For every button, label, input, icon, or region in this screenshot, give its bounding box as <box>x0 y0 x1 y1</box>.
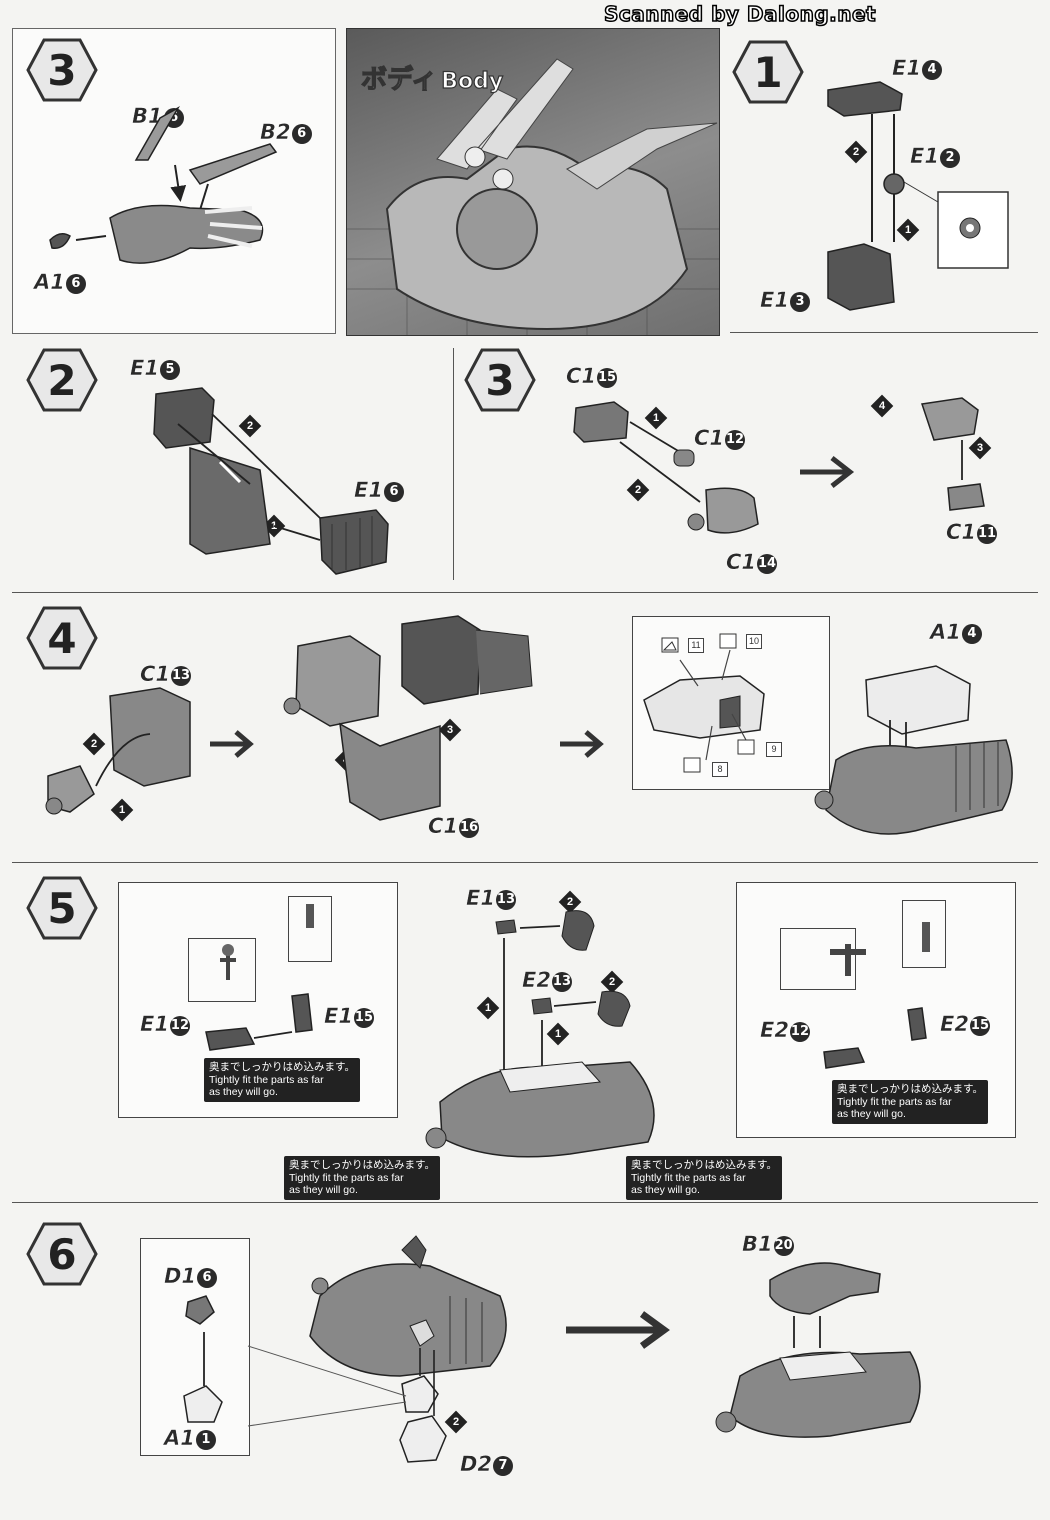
step-3-illustration <box>573 397 985 534</box>
head-step-number: 3 <box>26 38 98 102</box>
step-5-illustration <box>205 904 930 1158</box>
sticker-number: 9 <box>766 742 782 757</box>
step-1-number: 1 <box>732 40 804 104</box>
sticker-placement-illustration <box>643 633 765 773</box>
sticker-number: 8 <box>712 762 728 777</box>
step-2-number: 2 <box>26 348 98 412</box>
fit-note-bottom-right: 奥までしっかりはめ込みます。Tightly fit the parts as f… <box>626 1156 782 1200</box>
step-5-number: 5 <box>26 876 98 940</box>
row-divider <box>12 592 1038 593</box>
callout-box <box>188 938 256 1002</box>
row-divider <box>12 1202 1038 1203</box>
step-4-result-illustration <box>814 665 1013 835</box>
head-assembly-illustration <box>49 106 278 264</box>
step-4-illustration <box>45 615 604 821</box>
step-4-number: 4 <box>26 606 98 670</box>
step-3-number: 3 <box>464 348 536 412</box>
step-1-underline <box>730 332 1038 333</box>
sticker-number: 11 <box>688 638 704 653</box>
scan-watermark: Scanned by Dalong.net <box>603 1 877 27</box>
row-divider <box>12 862 1038 863</box>
callout-box <box>780 928 856 990</box>
fit-note-left-box: 奥までしっかりはめ込みます。Tightly fit the parts as f… <box>204 1058 360 1102</box>
column-divider <box>453 348 454 580</box>
step-2-illustration <box>153 387 389 575</box>
sticker-number: 10 <box>746 634 762 649</box>
fit-note-right-box: 奥までしっかりはめ込みます。Tightly fit the parts as f… <box>832 1080 988 1124</box>
step-1-illustration <box>827 81 1009 311</box>
fit-note-bottom-left: 奥までしっかりはめ込みます。Tightly fit the parts as f… <box>284 1156 440 1200</box>
step-6-illustration <box>183 1235 921 1463</box>
step-6-number: 6 <box>26 1222 98 1286</box>
